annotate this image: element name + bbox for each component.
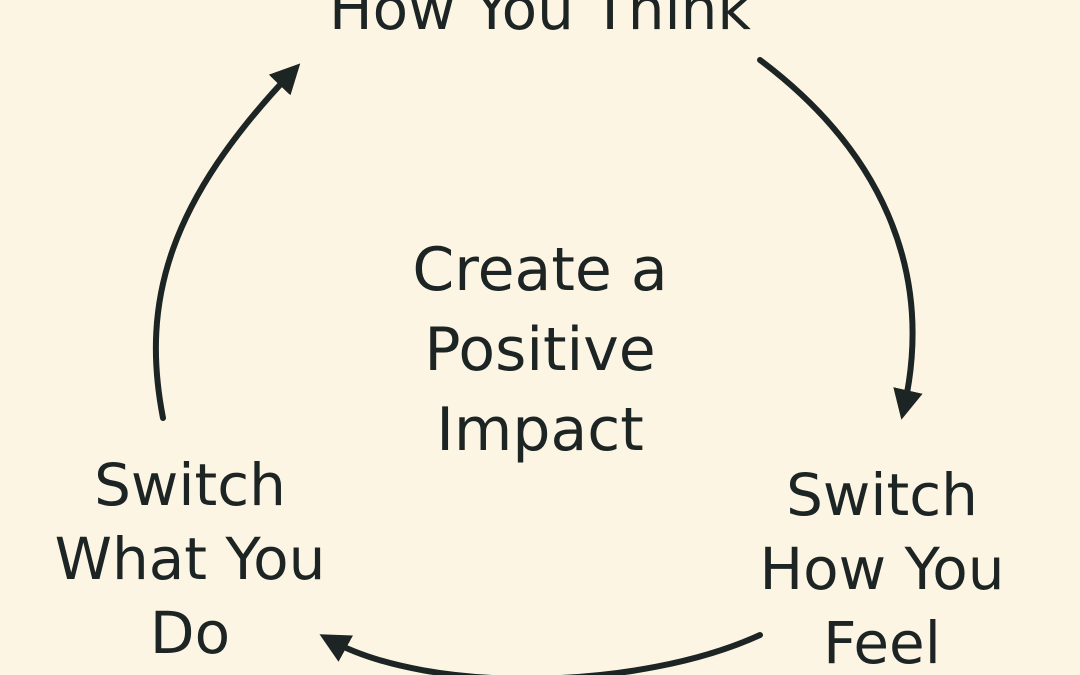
node-do-line-2: What You: [54, 525, 326, 593]
node-feel-line-1: Switch: [786, 461, 978, 529]
center-label-line-3: Impact: [436, 395, 644, 465]
arrow-to-top-icon: [152, 63, 301, 421]
arrow-to-left-icon: [319, 632, 763, 675]
node-how-you-think-label: How You Think: [328, 0, 752, 43]
center-label-line-1: Create a: [412, 235, 668, 305]
node-switch-what-you-do: Switch What You Do: [20, 448, 360, 670]
node-do-line-1: Switch: [94, 451, 286, 519]
node-how-you-think: How You Think: [240, 0, 840, 46]
node-switch-how-you-feel: Switch How You Feel: [712, 458, 1052, 675]
node-do-line-3: Do: [149, 599, 231, 667]
center-label-line-2: Positive: [424, 315, 656, 385]
arrow-to-right-icon: [757, 57, 923, 420]
center-label: Create a Positive Impact: [320, 230, 760, 470]
node-feel-line-3: Feel: [823, 609, 941, 675]
node-feel-line-2: How You: [759, 535, 1005, 603]
